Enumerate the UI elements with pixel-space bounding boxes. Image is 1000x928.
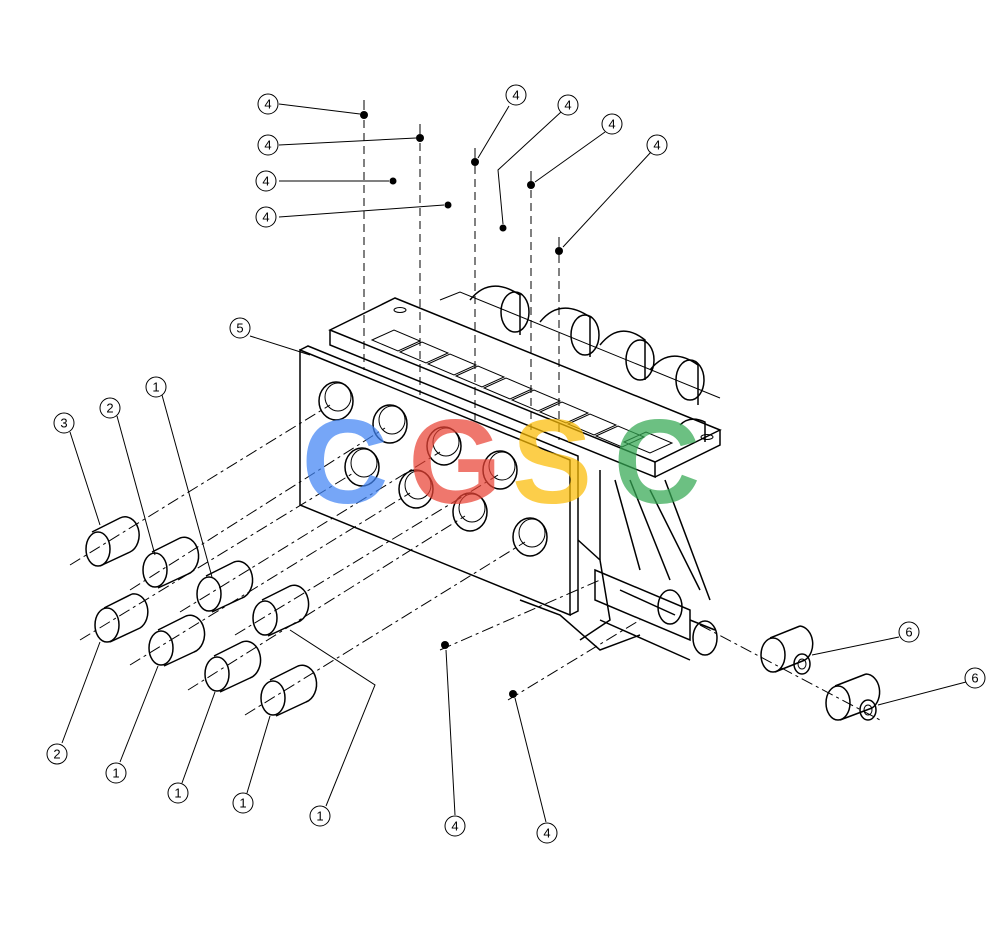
callout-balloon: 4 [255,206,277,228]
bushing-1c [148,614,206,667]
callout-label: 4 [653,138,660,153]
callout-label: 4 [512,88,519,103]
callout-label: 1 [316,809,323,824]
callout-balloon: 4 [601,113,623,135]
callout-balloon: 3 [53,412,75,434]
callout-label: 1 [239,796,246,811]
callout-label: 6 [971,671,978,686]
callout-balloon: 4 [257,134,279,156]
callout-balloon: 2 [99,397,121,419]
callout-label: 6 [905,625,912,640]
watermark-letter: G [408,395,501,529]
bushing-2b [94,593,149,643]
base-bracket [519,470,718,661]
callouts: 4 4 4 4 4 4 4 4 5 3 2 1 2 1 1 1 1 4 4 6 … [46,84,986,844]
callout-label: 4 [564,98,571,113]
callout-label: 4 [608,117,615,132]
callout-balloon: 4 [646,134,668,156]
bushing-1b [252,584,310,637]
bushing-3 [85,516,140,567]
callout-balloon: 1 [232,792,254,814]
bushing-2a [142,536,200,589]
bushing-1d [204,640,262,693]
rivets [360,100,563,698]
callout-label: 4 [262,210,269,225]
callout-label: 5 [236,321,243,336]
plate-holes [318,381,548,557]
front-bushings [85,516,318,717]
callout-balloon: 1 [167,782,189,804]
callout-balloon: 2 [46,743,68,765]
front-plate [299,345,579,617]
callout-label: 4 [264,97,271,112]
callout-balloon: 4 [257,93,279,115]
callout-balloon: 4 [505,84,527,106]
watermark-letter: S [512,395,592,529]
callout-balloon: 1 [309,805,331,827]
assembly-axes [69,120,881,721]
callout-label: 4 [264,138,271,153]
watermark-letter: C [302,395,389,529]
callout-label: 3 [60,416,67,431]
spacers [760,625,881,721]
callout-label: 4 [451,819,458,834]
leader-lines [61,103,967,823]
callout-balloon: 1 [105,762,127,784]
bushing-1a [196,560,254,613]
watermark: C G S C [302,395,701,529]
callout-label: 4 [543,826,550,841]
callout-balloon: 4 [255,170,277,192]
callout-balloon: 1 [145,376,167,398]
callout-balloon: 6 [898,621,920,643]
slotted-tray [328,291,722,479]
callout-label: 1 [174,786,181,801]
callout-label: 2 [53,747,60,762]
callout-label: 1 [112,766,119,781]
watermark-letter: C [614,395,701,529]
callout-balloon: 5 [229,317,251,339]
callout-balloon: 4 [444,815,466,837]
callout-balloon: 4 [557,94,579,116]
spacer-6a [760,625,814,675]
callout-label: 4 [262,174,269,189]
callout-label: 2 [106,401,113,416]
rear-cylinders [469,285,706,442]
callout-label: 1 [152,380,159,395]
bushing-1e [260,664,318,717]
callout-balloon: 6 [964,667,986,689]
callout-balloon: 4 [536,822,558,844]
spacer-6b [825,673,881,721]
